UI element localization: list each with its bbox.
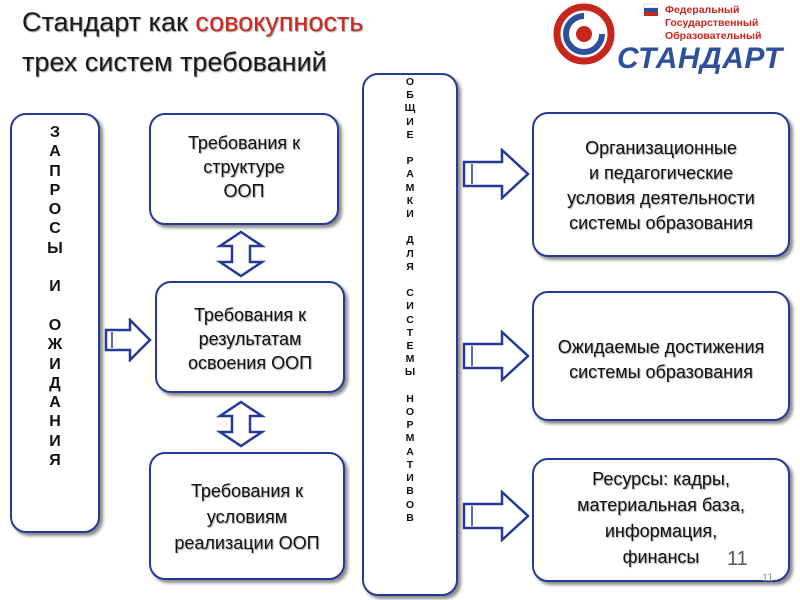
organizational-line-2: и педагогические [588, 163, 734, 183]
fgos-logo-icon [553, 3, 659, 65]
results-requirements-box: Требования к результатам освоения ООП [155, 281, 345, 393]
logo-caption: Федеральный Государственный Образователь… [665, 4, 761, 43]
logo-line-2: Государственный [665, 17, 759, 29]
achievements-line-1: Ожидаемые достижения [557, 337, 765, 357]
conditions-line-3: реализации ООП [174, 533, 320, 553]
page-number-small: 11 [762, 572, 774, 584]
arrow-up-down-icon [216, 230, 266, 278]
results-line-3: освоения ООП [187, 353, 313, 373]
conditions-line-1: Требования к [190, 481, 304, 501]
resources-line-3: информация, [604, 521, 718, 541]
page-number: 11 [727, 548, 748, 570]
structure-requirements-box: Требования к структуре ООП [149, 113, 339, 225]
conditions-requirements-text: Требования к условиям реализации ООП [151, 478, 343, 556]
resources-line-1: Ресурсы: кадры, [592, 469, 730, 489]
structure-line-1: Требования к [187, 133, 301, 153]
arrow-right-icon [462, 148, 530, 200]
title-line-2: трех систем требований [22, 47, 327, 77]
title-line-1: Стандарт как совокупность [22, 2, 363, 42]
organizational-line-4: системы образования [569, 213, 753, 233]
structure-line-2: структуре [203, 157, 285, 177]
results-line-2: результатам [198, 329, 302, 349]
slide-title: Стандарт как совокупность трех систем тр… [22, 2, 363, 82]
results-line-1: Требования к [193, 305, 307, 325]
arrow-up-down-icon [216, 400, 266, 448]
resources-line-2: материальная база, [577, 495, 745, 515]
logo-wordmark: СТАНДАРТ [617, 42, 783, 75]
conditions-requirements-box: Требования к условиям реализации ООП [149, 452, 345, 580]
structure-requirements-text: Требования к структуре ООП [151, 131, 337, 203]
resources-text: Ресурсы: кадры, материальная база, инфор… [534, 466, 788, 570]
title-part-b: совокупность [195, 7, 364, 37]
structure-line-3: ООП [223, 181, 265, 201]
logo-line-3: Образовательный [665, 30, 762, 42]
expected-achievements-text: Ожидаемые достижения системы образования [534, 335, 788, 385]
conditions-line-2: условиям [206, 507, 288, 527]
organizational-line-3: условия деятельности [567, 188, 755, 208]
organizational-conditions-text: Организационные и педагогические условия… [534, 136, 788, 236]
organizational-line-1: Организационные [585, 138, 737, 158]
logo-line-1: Федеральный [665, 4, 740, 16]
arrow-right-icon [104, 318, 152, 362]
organizational-conditions-box: Организационные и педагогические условия… [532, 112, 790, 257]
expected-achievements-box: Ожидаемые достижения системы образования [532, 291, 790, 421]
achievements-line-2: системы образования [569, 362, 753, 382]
title-part-a: Стандарт как [22, 7, 196, 37]
results-requirements-text: Требования к результатам освоения ООП [157, 303, 343, 375]
resources-box: Ресурсы: кадры, материальная база, инфор… [532, 458, 790, 582]
resources-line-4: финансы [622, 547, 700, 567]
arrow-right-icon [462, 330, 530, 382]
arrow-right-icon [462, 490, 530, 542]
